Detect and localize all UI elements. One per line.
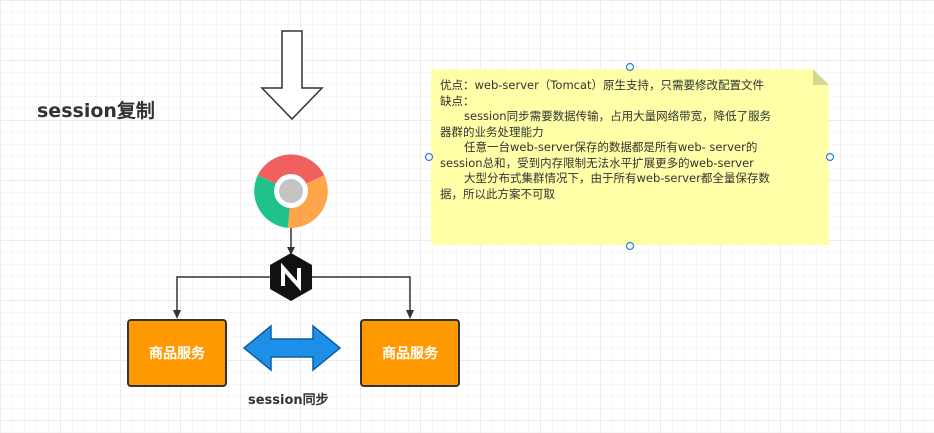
note-text[interactable]: 优点：web-server（Tomcat）原生支持，只需要修改配置文件 缺点： …: [431, 69, 829, 245]
note-line: 器群的业务处理能力: [440, 124, 544, 139]
sync-label: session同步: [248, 393, 329, 408]
selection-handles[interactable]: [424, 62, 835, 251]
note-line: session同步需要数据传输，占用大量网络带宽，降低了服务: [464, 109, 772, 123]
double-arrow-icon: [242, 324, 342, 372]
service-label: 商品服务: [382, 346, 438, 362]
connector-arrowhead: [287, 247, 295, 255]
service-box-right[interactable]: 商品服务: [360, 319, 460, 387]
note-line-pros: 优点：web-server（Tomcat）原生支持，只需要修改配置文件: [440, 78, 765, 92]
note-line: 据，所以此方案不可取: [440, 186, 555, 201]
note-line: 任意一台web-server保存的数据都是所有web- server的: [464, 140, 758, 154]
diagram-title: session复制: [37, 100, 155, 122]
service-box-left[interactable]: 商品服务: [127, 319, 227, 387]
nginx-icon: [270, 253, 312, 301]
connector-arrowhead: [173, 310, 181, 319]
connector-nginx-right-service: [312, 276, 411, 312]
sticky-note: [431, 69, 829, 245]
note-line: session总和，受到内存限制无法水平扩展更多的web-server: [440, 155, 754, 170]
service-label: 商品服务: [149, 346, 205, 362]
note-line-cons-header: 缺点：: [440, 93, 475, 108]
chrome-browser-icon: [251, 151, 331, 231]
down-arrow-icon: [260, 30, 324, 121]
connector-arrowhead: [406, 310, 414, 319]
note-line: 大型分布式集群情况下，由于所有web-server都全量保存数: [464, 171, 770, 185]
connector-nginx-left-service: [176, 276, 270, 312]
